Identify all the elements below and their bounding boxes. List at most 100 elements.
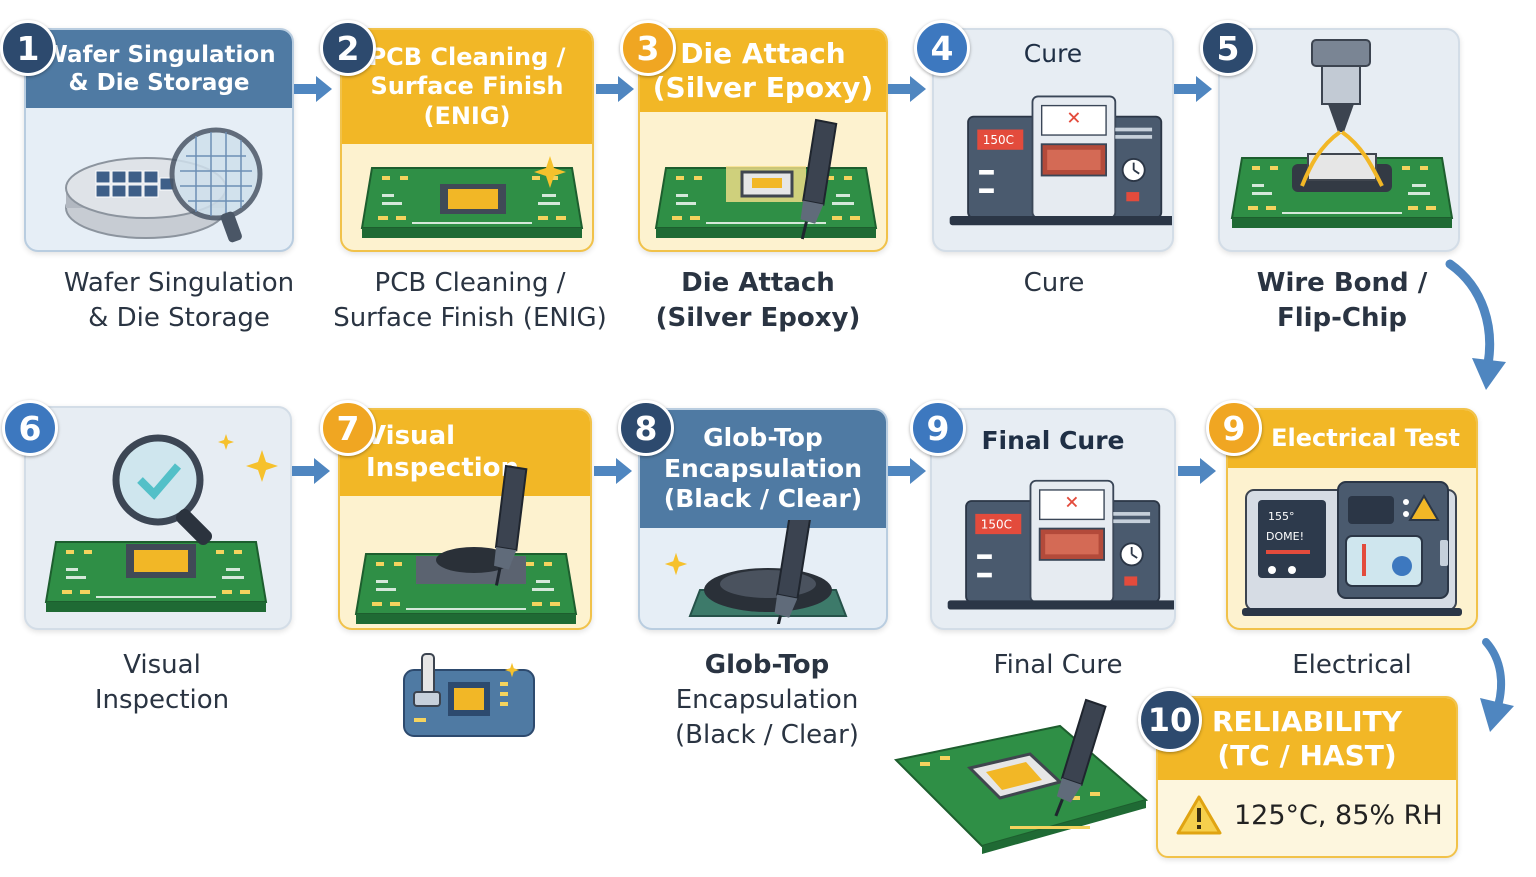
step-9b-card: Electrical Test 155° DOME!: [1226, 408, 1478, 630]
step-6-badge: 6: [2, 400, 58, 456]
step-9b-badge: 9: [1206, 400, 1262, 456]
step-3-badge: 3: [620, 20, 676, 76]
step-9-card: Final Cure 150C: [930, 408, 1176, 630]
arrow-9b-10: [1480, 638, 1514, 732]
arrow-4-5: [1174, 76, 1212, 102]
step-2-header: PCB Cleaning / Surface Finish (ENIG): [342, 30, 592, 144]
step-1-caption-line2: & Die Storage: [88, 303, 270, 333]
step-3-title-line1: Die Attach: [680, 36, 846, 70]
dispense-illustration: [355, 460, 577, 624]
step-8-header: Glob-Top Encapsulation (Black / Clear): [640, 410, 886, 528]
step-7-badge: 7: [320, 400, 376, 456]
arrow-8-9: [888, 458, 926, 484]
step-8-title-line1: Glob-Top: [703, 423, 823, 453]
pcb-icon: [361, 156, 583, 239]
arrow-3-4: [888, 76, 926, 102]
step-1-title-line2: & Die Storage: [68, 70, 250, 96]
step-4-badge: 4: [914, 20, 970, 76]
step-8-badge: 8: [618, 400, 674, 456]
step-8-caption-line2: Encapsulation: [675, 685, 859, 715]
step-4-oven-temp: 150C: [983, 133, 1014, 147]
step-9b-title: Electrical Test: [1271, 424, 1460, 453]
step-1-badge: 1: [0, 20, 56, 76]
step-7-header: Visual Inspection: [340, 410, 590, 496]
step-1-caption: Wafer Singulation & Die Storage: [24, 266, 334, 336]
step-6-caption-line1: Visual: [123, 650, 201, 680]
step-9-badge: 9: [910, 400, 966, 456]
arrow-6-7: [292, 458, 330, 484]
step-8-caption: Glob-Top Encapsulation (Black / Clear): [640, 648, 894, 753]
step-6-caption-line2: Inspection: [94, 685, 230, 715]
warning-icon: [1176, 795, 1222, 835]
step-9b-caption: Electrical: [1232, 648, 1472, 683]
step-7-title-line1: Visual: [366, 421, 456, 452]
step-9-title: Final Cure: [981, 425, 1125, 455]
step-2-title-line2: Surface Finish: [370, 72, 564, 101]
step-4-caption: Cure: [932, 266, 1176, 301]
step-1-card: Wafer Singulation & Die Storage: [24, 28, 294, 252]
step-10-card: RELIABILITY (TC / HAST) 125°C, 85% RH: [1156, 696, 1458, 858]
step-10-title-line2: (TC / HAST): [1217, 739, 1397, 772]
step-4-caption-line1: Cure: [1023, 268, 1085, 298]
step-5-card: [1218, 28, 1460, 252]
wafer-icon: [65, 127, 263, 243]
tester-screen-line2: DOME!: [1266, 530, 1304, 543]
magnifier-icon: [112, 434, 213, 546]
step-3-title-line2: (Silver Epoxy): [652, 71, 874, 104]
step-5-caption-line2: Flip-Chip: [1276, 303, 1408, 333]
step-2-caption-line1: PCB Cleaning /: [374, 268, 566, 298]
step-8-title-line3: (Black / Clear): [663, 484, 863, 514]
step-7-card: Visual Inspection: [338, 408, 592, 630]
step-9-header: Final Cure: [932, 410, 1174, 472]
step-10-badge: 10: [1138, 688, 1202, 752]
step-5-caption-line1: Wire Bond /: [1256, 268, 1428, 298]
step-6-caption: Visual Inspection: [34, 648, 290, 718]
step-4-title: Cure: [1023, 38, 1083, 68]
arrow-1-2: [294, 76, 332, 102]
arrow-9-9b: [1178, 458, 1216, 484]
step-8-caption-line1: Glob-Top: [704, 650, 830, 680]
oven-icon: 150C: [948, 95, 1172, 227]
step-8-caption-line3: (Black / Clear): [675, 720, 859, 750]
step-3-card: Die Attach (Silver Epoxy): [638, 28, 888, 252]
arrow-7-8: [594, 458, 632, 484]
step-4-header: Cure: [934, 30, 1172, 78]
step-2-title-line1: PCB Cleaning /: [368, 43, 566, 72]
step-7-title-line2: Inspection: [366, 453, 520, 483]
step-10-header: RELIABILITY (TC / HAST): [1158, 698, 1456, 780]
pcb-module-icon: [403, 653, 535, 737]
bond-head-icon: [1231, 39, 1453, 229]
step-1-caption-line1: Wafer Singulation: [63, 268, 295, 298]
reliability-pcb-illustration: [893, 696, 1149, 854]
step-2-card: PCB Cleaning / Surface Finish (ENIG): [340, 28, 594, 252]
step-3-header: Die Attach (Silver Epoxy): [640, 30, 886, 112]
step-9-caption-line1: Final Cure: [993, 650, 1123, 680]
step-5-badge: 5: [1200, 20, 1256, 76]
step-3-caption-line1: Die Attach: [681, 268, 835, 298]
step-6-card: [24, 406, 292, 630]
step-8-title-line2: Encapsulation: [663, 453, 863, 483]
step-2-title-line3: (ENIG): [423, 101, 511, 130]
step-4-card: Cure 150C: [932, 28, 1174, 252]
step-8-card: Glob-Top Encapsulation (Black / Clear): [638, 408, 888, 630]
step-1-title-line1: Wafer Singulation: [42, 41, 276, 68]
step-9-caption: Final Cure: [940, 648, 1176, 683]
step-5-caption: Wire Bond / Flip-Chip: [1218, 266, 1466, 336]
step-3-caption: Die Attach (Silver Epoxy): [630, 266, 886, 336]
step-1-header: Wafer Singulation & Die Storage: [26, 30, 292, 108]
step-2-badge: 2: [320, 20, 376, 76]
arrow-2-3: [596, 76, 634, 102]
step-2-caption: PCB Cleaning / Surface Finish (ENIG): [330, 266, 610, 336]
step-10-title-line1: RELIABILITY: [1211, 705, 1402, 738]
step-3-caption-line2: (Silver Epoxy): [655, 303, 861, 333]
step-9b-header: Electrical Test: [1228, 410, 1476, 468]
step-9b-caption-line1: Electrical: [1292, 650, 1412, 680]
arrow-5-6: [1445, 259, 1506, 390]
step-9-oven-temp: 150C: [981, 518, 1012, 532]
inspection-illustration: [45, 434, 278, 613]
tester-screen-line1: 155°: [1268, 510, 1295, 523]
tester-icon: 155° DOME!: [1242, 481, 1462, 616]
step-10-conditions: 125°C, 85% RH: [1234, 800, 1443, 831]
oven-icon: 150C: [946, 479, 1174, 611]
die-attach-illustration: [655, 110, 877, 241]
